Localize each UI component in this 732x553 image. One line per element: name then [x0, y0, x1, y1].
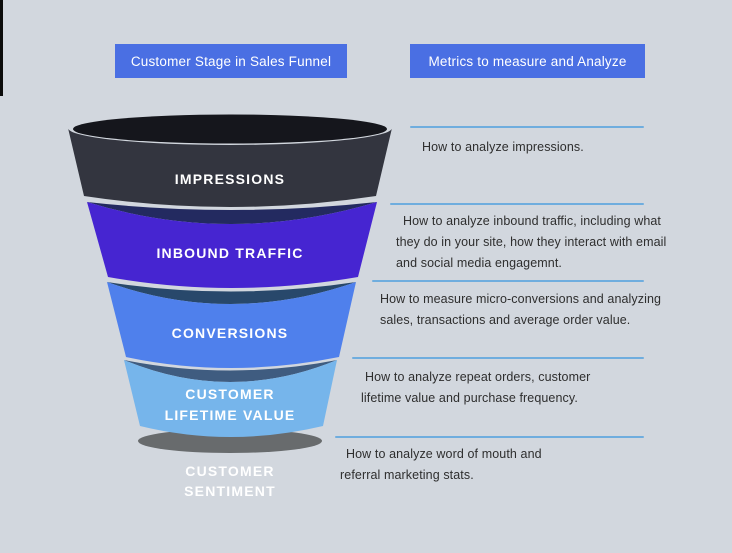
metrics-header-button[interactable]: Metrics to measure and Analyze	[410, 44, 645, 78]
funnel-stage-inbound-traffic	[87, 202, 377, 288]
metric-line: How to analyze word of mouth and	[346, 447, 542, 461]
metric-line: referral marketing stats.	[340, 468, 474, 482]
impressions-label: IMPRESSIONS	[175, 171, 285, 187]
metric-clv-text: How to analyze repeat orders, customer l…	[361, 367, 590, 409]
metric-line: How to analyze repeat orders, customer	[365, 370, 591, 384]
metric-impressions-text: How to analyze impressions.	[422, 137, 584, 158]
metric-divider-4	[352, 357, 644, 359]
customer-sentiment-label-line2: SENTIMENT	[184, 483, 276, 499]
clv-label-line1: CUSTOMER	[185, 386, 274, 402]
metric-line: they do in your site, how they interact …	[396, 235, 667, 249]
metric-divider-5	[335, 436, 644, 438]
left-edge-mark	[0, 0, 3, 96]
funnel-stage-clv	[124, 360, 337, 437]
metric-sentiment-text: How to analyze word of mouth and referra…	[340, 444, 542, 486]
funnel-stage-conversions-lip	[107, 282, 356, 304]
funnel-stage-clv-lip	[124, 360, 337, 382]
funnel-stage-impressions	[68, 128, 392, 207]
funnel-stage-conversions	[107, 282, 356, 368]
metric-line: How to analyze impressions.	[422, 140, 584, 154]
funnel-top-opening	[73, 114, 387, 144]
customer-stage-header-button[interactable]: Customer Stage in Sales Funnel	[115, 44, 347, 78]
metric-divider-1	[410, 126, 644, 128]
metric-conversions-text: How to measure micro-conversions and ana…	[380, 289, 661, 331]
inbound-traffic-label: INBOUND TRAFFIC	[156, 245, 303, 261]
metric-line: How to measure micro-conversions and ana…	[380, 292, 662, 306]
metric-line: How to analyze inbound traffic, includin…	[403, 214, 661, 228]
metric-divider-3	[372, 280, 644, 282]
metric-inbound-traffic-text: How to analyze inbound traffic, includin…	[396, 211, 666, 274]
funnel-bottom-shadow	[138, 429, 322, 453]
funnel-stage-inbound-traffic-lip	[87, 202, 377, 224]
customer-sentiment-label-line1: CUSTOMER	[185, 463, 274, 479]
metric-line: and social media engagemnt.	[396, 256, 562, 270]
metric-divider-2	[390, 203, 644, 205]
metric-line: sales, transactions and average order va…	[380, 313, 631, 327]
sales-funnel-diagram: IMPRESSIONS INBOUND TRAFFIC CONVERSIONS …	[68, 114, 392, 499]
metric-line: lifetime value and purchase frequency.	[361, 391, 578, 405]
clv-label-line2: LIFETIME VALUE	[165, 407, 296, 423]
conversions-label: CONVERSIONS	[172, 325, 289, 341]
